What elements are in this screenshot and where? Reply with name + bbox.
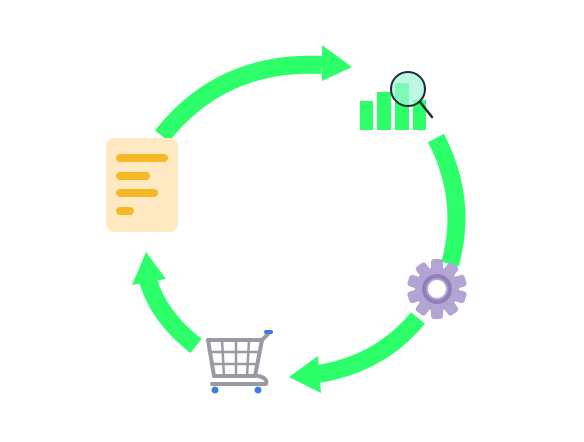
arrow-settings-to-cart: [289, 312, 425, 393]
arrow-document-to-analytics: [154, 45, 352, 142]
shopping-cart-icon: [206, 330, 273, 394]
arrow-analytics-to-settings: [427, 133, 466, 267]
document-icon: [106, 138, 178, 232]
gear-icon: [407, 259, 467, 319]
bar-chart-magnifier-icon: [360, 71, 434, 130]
arrow-cart-to-document: [132, 252, 202, 354]
